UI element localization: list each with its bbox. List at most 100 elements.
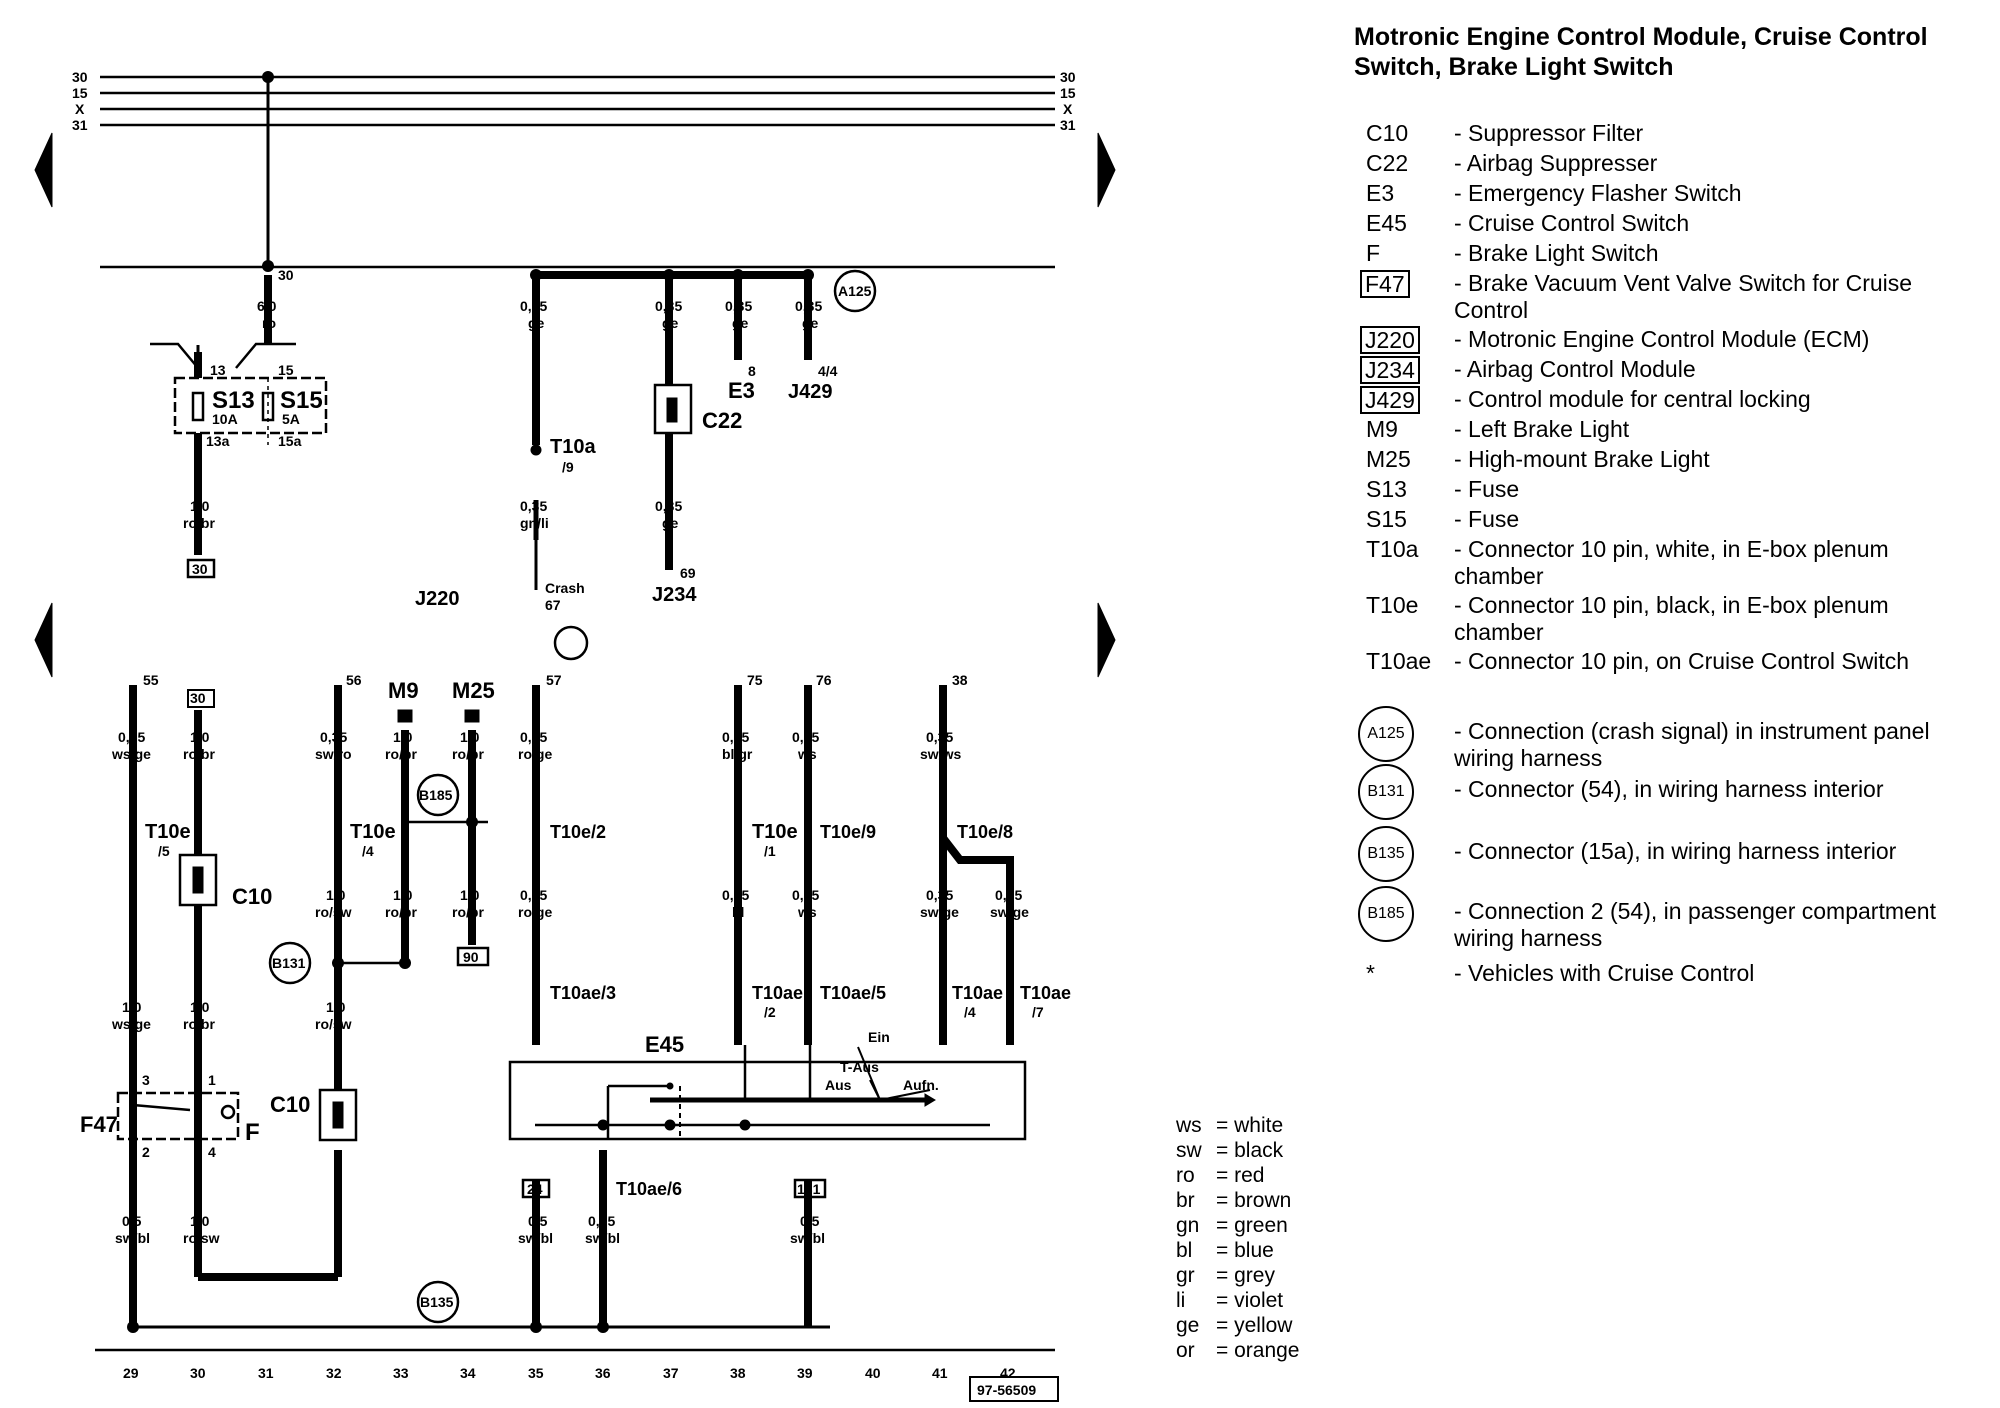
- wire-color-item: or = orange: [1176, 1338, 1300, 1363]
- line-label-x-left: X: [75, 101, 85, 117]
- e45-label: E45: [645, 1032, 684, 1057]
- fuse-rating: 10A: [212, 411, 238, 427]
- legend-desc: - Emergency Flasher Switch: [1454, 180, 1742, 206]
- wire-color: ro/br: [452, 904, 484, 920]
- pin-label: 57: [546, 672, 562, 688]
- legend-desc: - Brake Light Switch: [1454, 240, 1659, 266]
- diagram-number: 97-56509: [977, 1382, 1036, 1398]
- wire-color: ro/br: [385, 746, 417, 762]
- wire-color-abbr: sw: [1176, 1139, 1202, 1162]
- legend-code: B131: [1358, 764, 1414, 820]
- wire-size: 1,0: [460, 887, 480, 903]
- wire-size: 0,35: [655, 298, 682, 314]
- j234-label: J234: [652, 584, 697, 606]
- wire-size: 0,35: [520, 729, 547, 745]
- line-label-30-left: 30: [72, 69, 88, 85]
- wire-size: 6,0: [257, 298, 277, 314]
- legend-code: A125: [1358, 706, 1414, 762]
- line-label-15-right: 15: [1060, 85, 1076, 101]
- wire-color-item: gr = grey: [1176, 1263, 1300, 1288]
- column-number: 41: [932, 1365, 948, 1381]
- a125-label: A125: [838, 283, 872, 299]
- column-number: 42: [1000, 1365, 1016, 1381]
- wire-size: 0,35: [588, 1213, 615, 1229]
- connector-label: T10e/9: [820, 822, 876, 842]
- pin-label: 4/4: [818, 363, 838, 379]
- wire-color-name: = grey: [1216, 1264, 1275, 1287]
- page-next-arrow-lower[interactable]: [1097, 602, 1116, 678]
- wire-color-name: = orange: [1216, 1339, 1300, 1362]
- wire-color-name: = blue: [1216, 1239, 1274, 1262]
- fuse-s15-label: S15: [280, 387, 323, 414]
- connector-pin: /4: [964, 1004, 976, 1020]
- legend-desc: - Connector (15a), in wiring harness int…: [1454, 838, 1897, 864]
- j429-label: J429: [788, 381, 833, 403]
- wire-size: 0,35: [722, 887, 749, 903]
- column-number: 29: [123, 1365, 139, 1381]
- legend-desc: - High-mount Brake Light: [1454, 446, 1710, 472]
- wire-color: bl: [732, 904, 744, 920]
- wire-color: sw/bl: [115, 1230, 150, 1246]
- switch-pos-aus: Aus: [825, 1077, 852, 1093]
- wire-size: 0,35: [926, 729, 953, 745]
- wiring-diagram: 30 15 X 31 30 15 X 31 30 6,0 ro 13 15 S1…: [34, 69, 1116, 1402]
- legend-code: E3: [1366, 180, 1395, 206]
- wire-color-abbr: bl: [1176, 1239, 1193, 1262]
- wire-color: ro/br: [183, 1016, 215, 1032]
- column-number: 32: [326, 1365, 342, 1381]
- wire-color-item: ro= red: [1176, 1163, 1300, 1188]
- wire-color: sw/ws: [920, 746, 961, 762]
- wire-size: 0,35: [792, 729, 819, 745]
- c22-label: C22: [702, 408, 742, 433]
- wire-color: ro/sw: [315, 1016, 352, 1032]
- wire-color: sw/ge: [920, 904, 959, 920]
- legend-desc: - Airbag Suppresser: [1454, 150, 1658, 176]
- page-next-arrow[interactable]: [1097, 132, 1116, 208]
- legend-code: F47: [1360, 270, 1410, 298]
- legend-desc: - Fuse: [1454, 476, 1520, 502]
- f47-label: F47: [80, 1112, 118, 1137]
- wire-size: 0,35: [792, 887, 819, 903]
- wire-color: ws: [797, 746, 817, 762]
- pin-label: 3: [142, 1072, 150, 1088]
- wire-size: 1,0: [393, 887, 413, 903]
- wire-color-abbr: or: [1176, 1339, 1195, 1362]
- pin-label: 56: [346, 672, 362, 688]
- m25-label: M25: [452, 678, 495, 703]
- wire-color: bl/gr: [722, 746, 753, 762]
- page-prev-arrow[interactable]: [34, 132, 53, 208]
- wire-size: 1,0: [393, 729, 413, 745]
- wire-color-abbr: gr: [1176, 1264, 1195, 1287]
- wire-size: 1,0: [460, 729, 480, 745]
- legend-desc: - Cruise Control Switch: [1454, 210, 1690, 236]
- legend-desc: - Left Brake Light: [1454, 416, 1630, 442]
- wire-size: 0,35: [520, 298, 547, 314]
- wire-size: 1,0: [326, 999, 346, 1015]
- wire-size: 0,35: [926, 887, 953, 903]
- connector-pin: /5: [158, 843, 170, 859]
- connector-label: T10ae/6: [616, 1179, 682, 1199]
- wire-color-name: = yellow: [1216, 1314, 1293, 1337]
- legend-desc: - Connector 10 pin, white, in E-box plen…: [1454, 536, 1889, 589]
- wire-size: 0,35: [118, 729, 145, 745]
- pin-label: 15: [278, 362, 294, 378]
- page-prev-arrow-lower[interactable]: [34, 602, 53, 678]
- wire-color: ro: [262, 315, 276, 331]
- line-label-30-right: 30: [1060, 69, 1076, 85]
- wire-color-name: = green: [1216, 1214, 1288, 1237]
- wire-color: ge: [732, 315, 749, 331]
- wire-color-item: ge= yellow: [1176, 1313, 1300, 1338]
- wire-color: ro/br: [183, 746, 215, 762]
- legend-code: J429: [1360, 386, 1420, 414]
- wire-color-abbr: br: [1176, 1189, 1195, 1212]
- column-number: 37: [663, 1365, 679, 1381]
- wire-color: sw/bl: [790, 1230, 825, 1246]
- column-number: 30: [190, 1365, 206, 1381]
- j220-label: J220: [415, 588, 460, 610]
- wire-color: ge: [662, 515, 679, 531]
- wire-color-item: sw= black: [1176, 1138, 1300, 1163]
- column-number: 34: [460, 1365, 476, 1381]
- b131-label: B131: [272, 955, 306, 971]
- legend-desc: - Connection 2 (54), in passenger compar…: [1454, 898, 1936, 951]
